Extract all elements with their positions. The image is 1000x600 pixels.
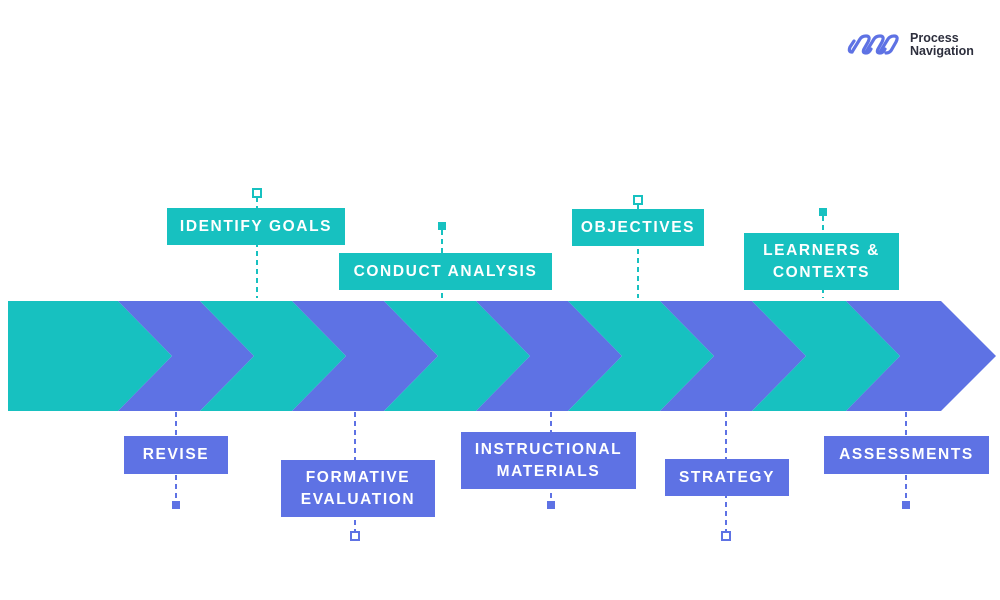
endpoint-formative-evaluation (350, 531, 360, 541)
label-revise: REVISE (124, 436, 228, 474)
label-revise-text: REVISE (142, 446, 210, 463)
label-learners-contexts: LEARNERS & CONTEXTS (744, 233, 899, 290)
endpoint-conduct-analysis (438, 222, 446, 230)
logo-line-2: Navigation (910, 44, 974, 58)
label-objectives: OBJECTIVES (572, 209, 704, 246)
band-segment-10 (846, 301, 996, 411)
band-segment-9 (752, 301, 900, 411)
band-segment-3 (200, 301, 346, 411)
band-segment-8 (660, 301, 806, 411)
chevron-band (8, 301, 996, 411)
band-segment-2 (118, 301, 254, 411)
endpoint-strategy (721, 531, 731, 541)
band-segment-6 (476, 301, 622, 411)
label-instructional-materials-line-2: MATERIALS (496, 462, 601, 480)
label-formative-evaluation-line-1: FORMATIVE (305, 468, 411, 486)
endpoint-instructional-materials (547, 501, 555, 509)
band-segment-4 (292, 301, 438, 411)
endpoint-revise (172, 501, 180, 509)
label-formative-evaluation-line-2: EVALUATION (300, 490, 416, 508)
label-learners-contexts-line-1: LEARNERS & (763, 241, 880, 259)
label-objectives-text: OBJECTIVES (580, 218, 696, 236)
label-identify-goals-text: IDENTIFY GOALS (179, 217, 333, 235)
label-instructional-materials: INSTRUCTIONAL MATERIALS (461, 432, 636, 489)
endpoint-objectives (633, 195, 643, 205)
label-conduct-analysis: CONDUCT ANALYSIS (339, 253, 552, 290)
label-identify-goals: IDENTIFY GOALS (167, 208, 345, 245)
label-assessments: ASSESSMENTS (824, 436, 989, 474)
chain-link-icon (847, 34, 899, 55)
label-strategy: STRATEGY (665, 459, 789, 496)
label-strategy-text: STRATEGY (678, 468, 776, 486)
endpoint-learners-contexts (819, 208, 827, 216)
band-segment-5 (384, 301, 530, 411)
logo-line-1: Process (910, 31, 959, 45)
label-instructional-materials-line-1: INSTRUCTIONAL (474, 440, 623, 458)
label-conduct-analysis-text: CONDUCT ANALYSIS (353, 262, 538, 280)
label-assessments-text: ASSESSMENTS (839, 446, 974, 463)
band-segment-1 (8, 301, 172, 411)
endpoint-assessments (902, 501, 910, 509)
band-segment-7 (568, 301, 714, 411)
label-learners-contexts-line-2: CONTEXTS (772, 263, 871, 281)
logo-text: Process Navigation (910, 32, 974, 58)
endpoint-identify-goals (252, 188, 262, 198)
logo: Process Navigation (846, 32, 974, 58)
label-formative-evaluation: FORMATIVE EVALUATION (281, 460, 435, 517)
